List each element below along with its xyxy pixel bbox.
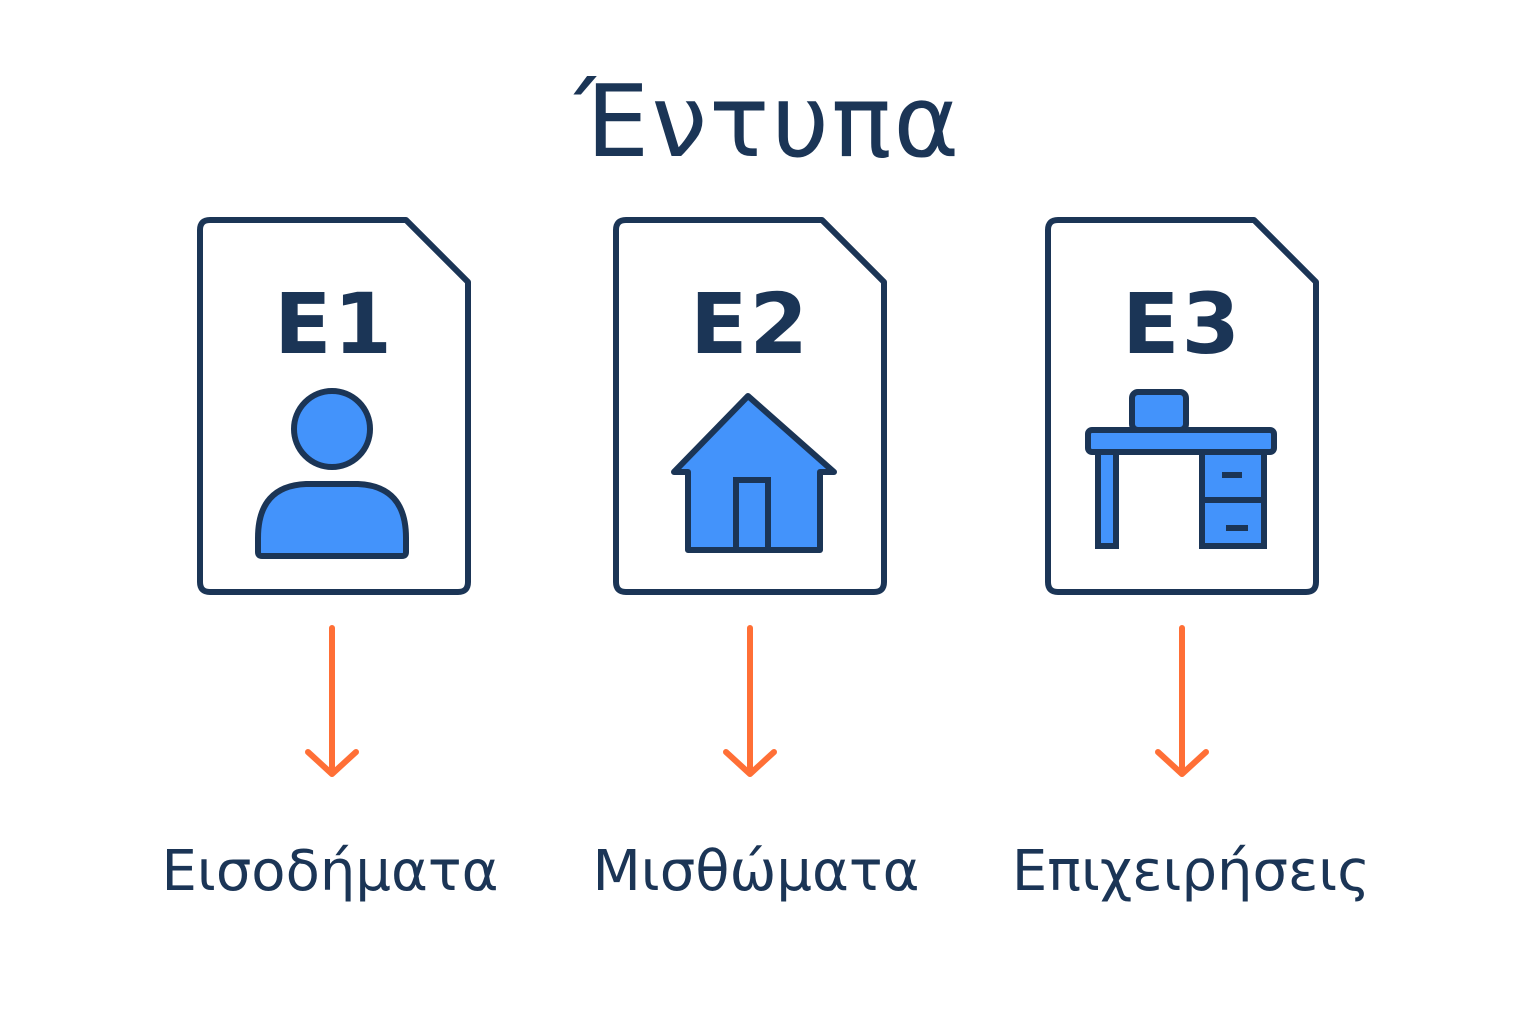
form-code: E3 [1122, 275, 1242, 373]
form-label-e1: Εισοδήματα [161, 839, 499, 904]
desk-icon [1085, 389, 1277, 549]
form-code: E2 [690, 275, 810, 373]
form-card-e1: E1 [196, 216, 472, 596]
arrow-down-icon [1155, 625, 1209, 777]
person-icon [255, 388, 409, 559]
form-code: E1 [274, 275, 394, 373]
form-card-e2: E2 [612, 216, 888, 596]
form-label-e3: Επιχειρήσεις [1011, 839, 1371, 904]
arrow-down-icon [305, 625, 359, 777]
form-label-e2: Μισθώματα [592, 839, 920, 904]
house-icon [671, 393, 837, 553]
form-card-e3: E3 [1044, 216, 1320, 596]
arrow-down-icon [723, 625, 777, 777]
page-title: Έντυπα [574, 63, 962, 180]
